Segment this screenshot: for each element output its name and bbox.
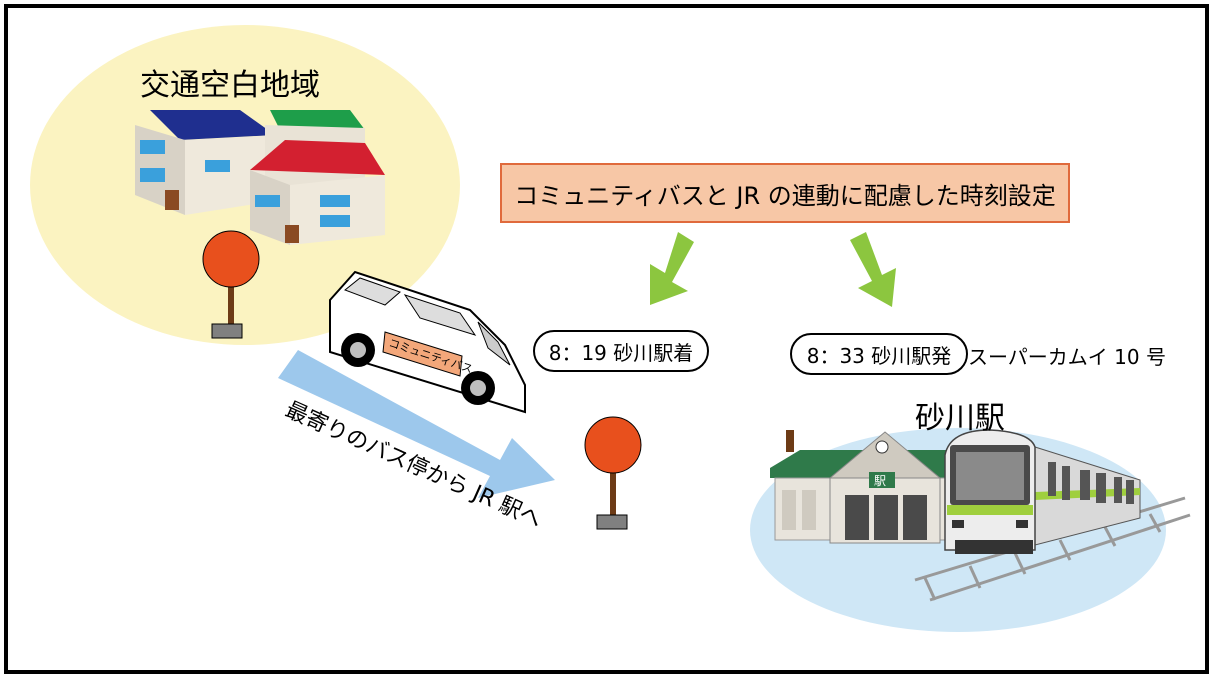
arrival-time-text: 8：19 砂川駅着: [548, 340, 694, 365]
station-name-label: 砂川駅: [915, 401, 1005, 436]
headline-box: コミュニティバスと JR の連動に配慮した時刻設定: [500, 163, 1070, 223]
down-arrow-icon: [650, 232, 694, 305]
house-red-icon: [250, 140, 385, 245]
route-arrow: [278, 350, 555, 498]
departure-time-badge: 8：33 砂川駅発: [790, 333, 968, 375]
blank-area-label: 交通空白地域: [140, 68, 320, 103]
departure-time-text: 8：33 砂川駅発: [806, 343, 952, 368]
bus-stop-icon: [202, 230, 260, 339]
house-blue-icon: [135, 110, 280, 215]
bus-icon: [329, 270, 526, 414]
arrival-time-badge: 8：19 砂川駅着: [533, 330, 709, 372]
train-name-label: スーパーカムイ 10 号: [968, 345, 1166, 369]
down-arrow-icon: [850, 232, 896, 307]
station-building-icon: [770, 430, 985, 544]
bus-stop-icon: [584, 416, 642, 530]
train-icon: [944, 429, 1141, 554]
headline-text: コミュニティバスと JR の連動に配慮した時刻設定: [514, 181, 1056, 210]
station-sign-text: 駅: [874, 474, 886, 488]
